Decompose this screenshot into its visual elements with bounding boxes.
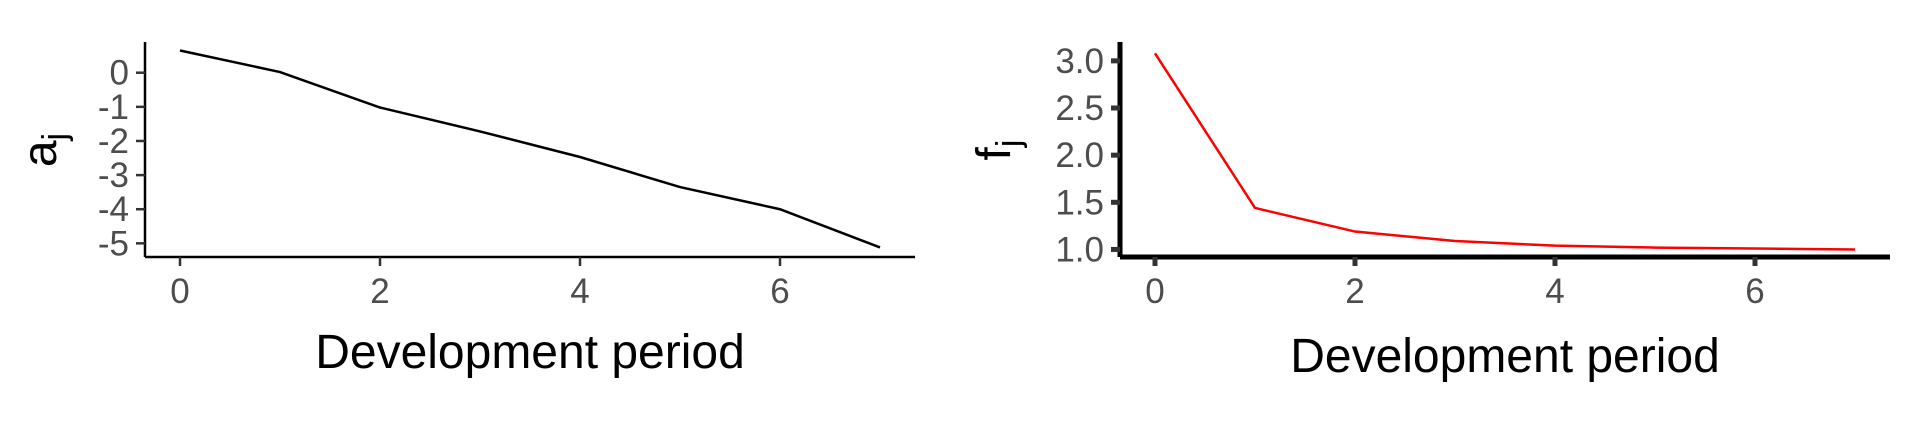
x-tick-label: 0 <box>170 272 189 311</box>
x-tick-label: 6 <box>1745 272 1764 311</box>
y-tick-label: -2 <box>98 122 129 161</box>
x-tick-label: 4 <box>1545 272 1564 311</box>
y-tick-label: -4 <box>98 190 129 229</box>
x-axis-title-fj: Development period <box>1290 330 1720 383</box>
y-axis-title-fj-base: f <box>968 146 1021 160</box>
x-tick-label: 2 <box>370 272 389 311</box>
y-axis-title-aj-sub: j <box>36 133 74 142</box>
y-axis-title-fj: fj <box>968 140 1028 161</box>
y-ticks-aj: 0-1-2-3-4-5 <box>98 54 145 263</box>
x-axis-title-aj: Development period <box>315 326 745 379</box>
x-tick-label: 2 <box>1345 272 1364 311</box>
y-tick-label: 1.0 <box>1055 230 1104 269</box>
x-tick-label: 0 <box>1145 272 1164 311</box>
x-ticks-fj: 0 2 4 6 <box>1145 257 1765 311</box>
y-axis-title-fj-sub: j <box>990 140 1028 149</box>
y-tick-label: 0 <box>110 54 129 93</box>
x-tick-label: 4 <box>570 272 589 311</box>
y-tick-label: 2.0 <box>1055 136 1104 175</box>
y-tick-label: -5 <box>98 224 129 263</box>
y-tick-label: 3.0 <box>1055 42 1104 81</box>
y-tick-label: -3 <box>98 156 129 195</box>
y-tick-label: 1.5 <box>1055 183 1104 222</box>
x-tick-label: 6 <box>770 272 789 311</box>
y-tick-label: -1 <box>98 88 129 127</box>
y-ticks-fj: 3.0 2.5 2.0 1.5 1.0 <box>1055 42 1120 269</box>
y-axis-title-aj: aj <box>14 133 74 167</box>
x-ticks-aj: 0 2 4 6 <box>170 257 790 311</box>
series-line-fj <box>1153 52 1856 251</box>
y-tick-label: 2.5 <box>1055 89 1104 128</box>
y-axis-title-aj-base: a <box>14 140 67 167</box>
series-line-aj <box>179 49 881 249</box>
